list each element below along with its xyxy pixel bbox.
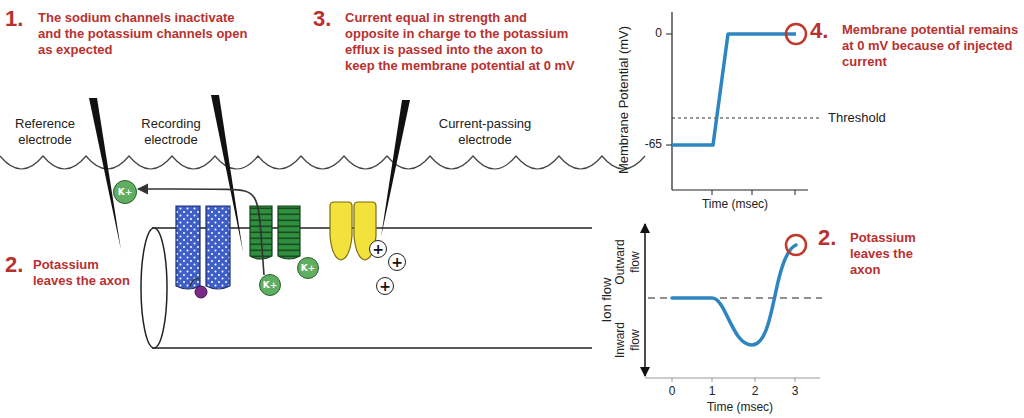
- annotation: Membrane potential remains at 0 mV becau…: [842, 22, 1020, 70]
- tick: [795, 378, 796, 382]
- axis-label: Outward flow: [613, 232, 643, 292]
- x-axis: [672, 189, 808, 190]
- callout-number: 3.: [313, 6, 345, 32]
- highlight-circle: [786, 235, 806, 255]
- highlight-circle: [786, 24, 806, 44]
- voltage-graph: [666, 12, 822, 195]
- y-axis: [671, 12, 672, 190]
- part-label: Reference electrode: [5, 116, 85, 148]
- callout-number: 2.: [818, 225, 850, 251]
- tick: [755, 378, 756, 382]
- part-label: Current-passing electrode: [425, 116, 545, 148]
- current-graph: [645, 224, 822, 382]
- axis-label: 0: [634, 26, 662, 41]
- axis-label: 0: [662, 384, 682, 399]
- channel-subunit: [206, 206, 230, 289]
- outward-arrow: [644, 224, 646, 292]
- voltage-trace: [672, 34, 796, 145]
- node-text: +: [379, 279, 391, 293]
- tick: [795, 190, 796, 195]
- annotation: Current equal in strength and opposite i…: [345, 10, 575, 74]
- node-text: K+: [301, 263, 316, 273]
- axis-label: 3: [785, 384, 805, 399]
- current-trace: [672, 245, 796, 345]
- tick: [672, 378, 673, 382]
- tick: [712, 378, 713, 382]
- axis-label: Time (msec): [685, 197, 785, 212]
- potassium-ion: K+: [297, 257, 319, 279]
- axon-end: [141, 228, 167, 348]
- channel-subunit: [176, 206, 200, 289]
- reference-electrode: [89, 98, 121, 250]
- inactivation-ball: [195, 286, 207, 298]
- annotation: Potassium leaves the axon: [33, 257, 139, 289]
- threshold-line: [672, 118, 822, 119]
- part-label: Recording electrode: [133, 116, 209, 148]
- callout-number: 2.: [5, 252, 35, 278]
- y-axis: [644, 292, 646, 304]
- inactivation-tether: [190, 279, 200, 287]
- x-axis: [645, 378, 820, 379]
- tick: [752, 190, 753, 195]
- recording-electrode: [211, 95, 243, 252]
- current-passing-electrode: [381, 100, 410, 237]
- axis-label: Inward flow: [613, 310, 643, 370]
- node-text: K+: [118, 187, 133, 197]
- tick: [712, 190, 713, 195]
- callout-number: 4.: [810, 18, 842, 44]
- positive-charge: +: [369, 240, 387, 258]
- annotation: Potassium leaves the axon: [850, 230, 940, 278]
- channel-subunit: [278, 206, 300, 259]
- axis-label: Time (msec): [690, 400, 790, 415]
- ion-flow-arrow: [138, 189, 264, 275]
- potassium-ion: K+: [259, 274, 281, 296]
- bath-surface: [0, 156, 645, 169]
- axis-title: Membrane Potential (mV): [616, 26, 632, 174]
- inward-arrow: [644, 304, 646, 376]
- tick: [666, 34, 672, 35]
- node-text: +: [391, 255, 403, 269]
- tick: [666, 145, 672, 146]
- axis-label: 2: [745, 384, 765, 399]
- potassium-ion: K+: [113, 180, 137, 204]
- potassium-channel: [250, 206, 300, 259]
- axis-title: Ion flow: [599, 278, 615, 323]
- axis-label: 1: [702, 384, 722, 399]
- positive-charge: +: [388, 253, 406, 271]
- node-text: K+: [263, 280, 278, 290]
- annotation: The sodium channels inactivate and the p…: [38, 10, 250, 58]
- axis-label: -65: [634, 137, 662, 152]
- positive-charge: +: [376, 277, 394, 295]
- node-text: +: [372, 242, 384, 256]
- callout-number: 1.: [5, 6, 37, 32]
- part-label: Threshold: [828, 110, 918, 126]
- channel-subunit: [330, 202, 352, 260]
- axon-membrane: [152, 347, 592, 349]
- sodium-channel: [176, 206, 230, 298]
